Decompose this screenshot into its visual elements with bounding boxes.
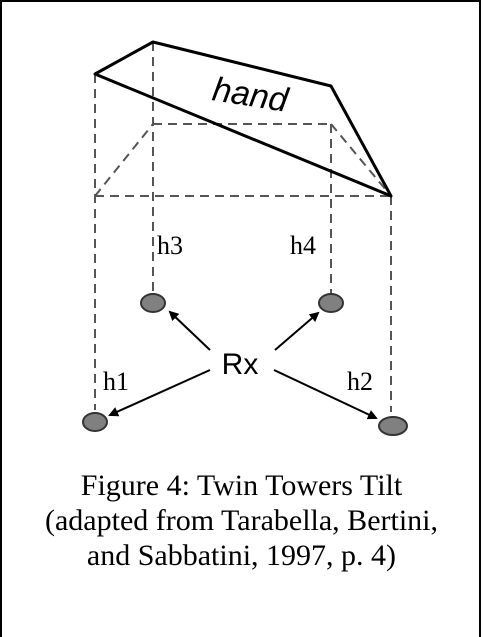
arrow-to-h4 <box>274 311 320 351</box>
arrow-to-h2 <box>273 369 378 420</box>
caption-line-3: and Sabbatini, 1997, p. 4) <box>86 539 397 572</box>
arrow-to-h1 <box>108 369 211 417</box>
projection-lines <box>94 42 392 412</box>
tower-label-h2: h2 <box>347 367 373 396</box>
figure-caption: Figure 4: Twin Towers Tilt (adapted from… <box>0 468 483 573</box>
base-plane <box>94 123 392 197</box>
hand-plane <box>93 40 393 198</box>
tower-label-h3: h3 <box>157 231 183 260</box>
sensor-h4 <box>318 293 344 313</box>
tower-label-h4: h4 <box>290 231 316 260</box>
sensor-h3 <box>140 293 166 313</box>
hand-label: hand <box>210 70 292 120</box>
base-plane-left-edge <box>94 123 154 197</box>
sensor-h1 <box>82 412 108 432</box>
arrows <box>108 310 378 420</box>
arrow-to-h3 <box>168 310 211 351</box>
sensor-h2 <box>378 416 408 436</box>
caption-line-2: (adapted from Tarabella, Bertini, <box>44 504 439 537</box>
base-plane-right-edge <box>330 123 392 197</box>
sensors <box>82 293 408 436</box>
twin-towers-diagram: hand h3 h4 h1 h2 Rx <box>82 40 408 436</box>
caption-line-1: Figure 4: Twin Towers Tilt <box>80 469 403 502</box>
tower-label-h1: h1 <box>103 367 129 396</box>
receiver-label: Rx <box>222 348 259 381</box>
